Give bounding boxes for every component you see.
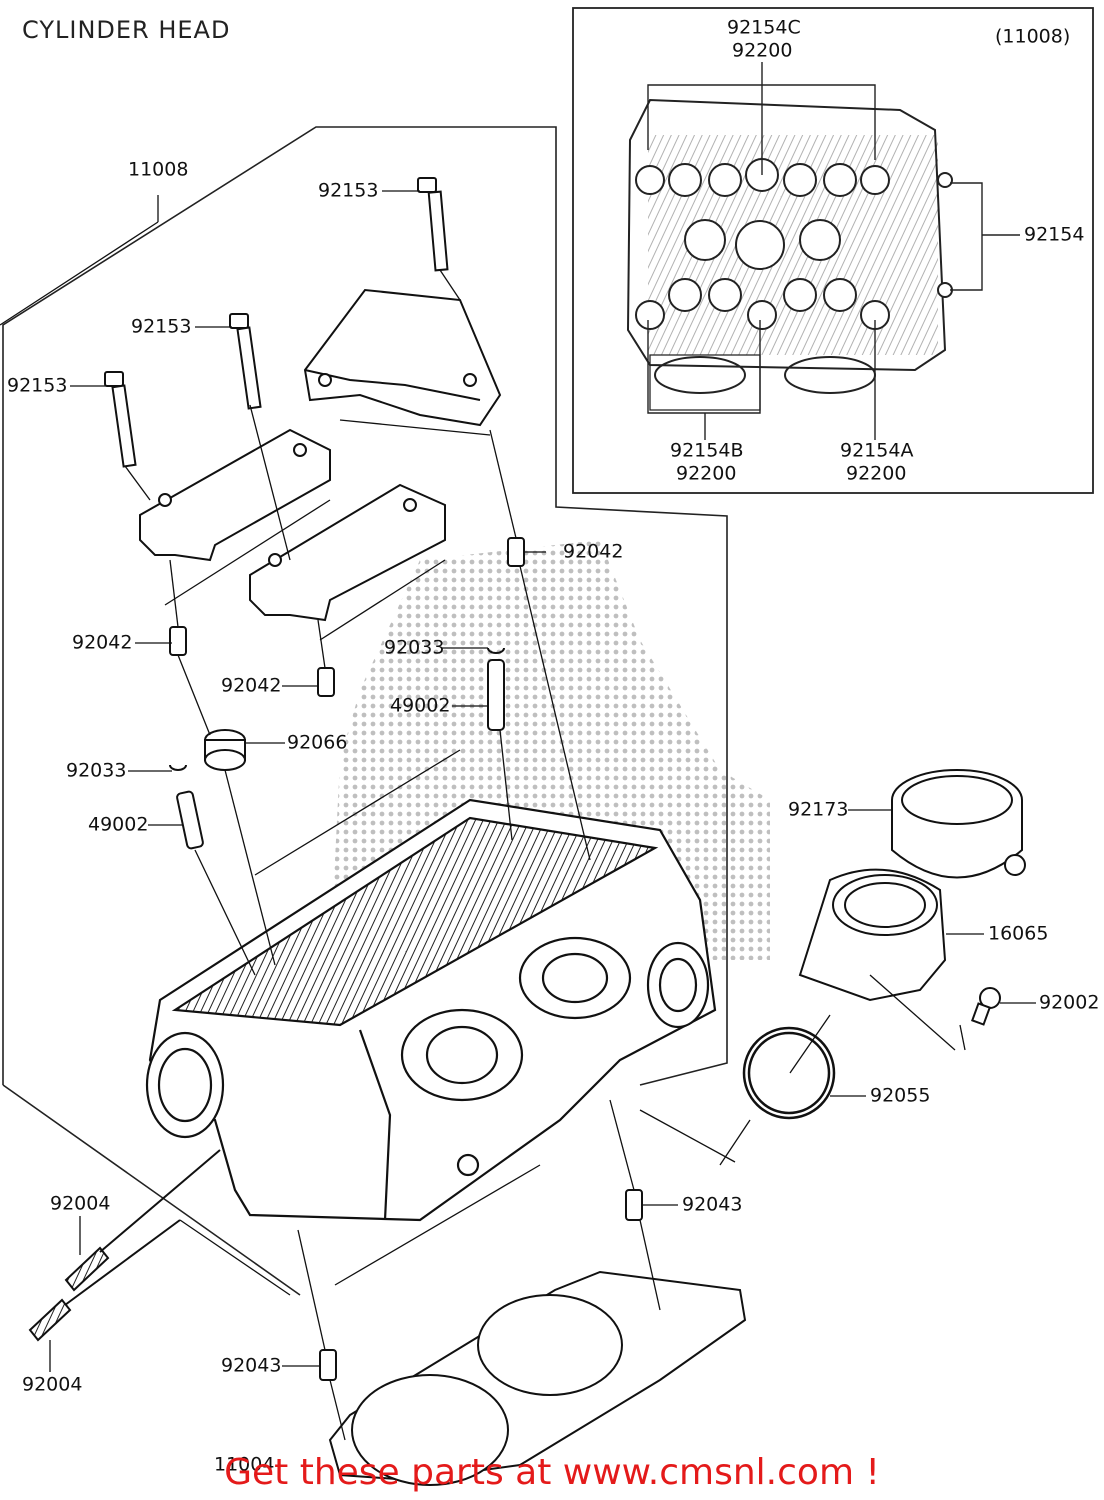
bolt-92153-a [417, 177, 449, 272]
inset-leaders [647, 62, 1020, 440]
dowel-92042-right [507, 537, 525, 567]
dowel-92042-mid [317, 667, 335, 697]
stud-92004-lower [28, 1219, 181, 1342]
label-92043-left: 92043 [221, 1355, 281, 1377]
oil-seal-92066 [204, 729, 246, 771]
label-92033-mid: 92033 [384, 637, 444, 659]
label-92173: 92173 [788, 799, 848, 821]
dowel-92043-right [625, 1189, 643, 1221]
label-92055: 92055 [870, 1085, 930, 1107]
label-92200-top: 92200 [732, 40, 792, 62]
gasket-11004 [328, 1270, 747, 1486]
leader-lines [0, 190, 1036, 1441]
dowel-92042-left [169, 626, 187, 656]
label-92042-left: 92042 [72, 632, 132, 654]
o-ring-92055 [742, 1026, 836, 1120]
circlip-92033-mid [487, 647, 505, 654]
label-92066: 92066 [287, 732, 347, 754]
label-11004: 11004 [214, 1454, 274, 1476]
label-92153-left: 92153 [7, 375, 67, 397]
label-92002: 92002 [1039, 992, 1099, 1014]
holder-16065 [798, 868, 947, 1002]
bolt-92153-c [104, 371, 137, 468]
label-92154: 92154 [1024, 224, 1084, 246]
camshaft-holder-lower [249, 483, 446, 622]
label-92154A: 92154A [840, 440, 913, 462]
label-92043-right: 92043 [682, 1194, 742, 1216]
label-92033-left: 92033 [66, 760, 126, 782]
label-92153-mid: 92153 [131, 316, 191, 338]
label-49002-left: 49002 [88, 814, 148, 836]
label-92154B: 92154B [670, 440, 743, 462]
camshaft-holder-large [303, 288, 502, 427]
label-49002-mid: 49002 [390, 695, 450, 717]
label-92200-bottom-left: 92200 [676, 463, 736, 485]
stud-92004-upper [64, 1149, 221, 1292]
valve-guide-49002-left [176, 790, 204, 850]
inset-cylinder-head [626, 98, 953, 411]
circlip-92033-left [169, 764, 187, 771]
label-92200-bottom-right: 92200 [846, 463, 906, 485]
dowel-92043-left [319, 1349, 337, 1381]
screw-92002 [971, 987, 1001, 1026]
camshaft-holder-upper [139, 428, 331, 562]
assembly-boundary [2, 126, 728, 1086]
label-92004-top: 92004 [50, 1193, 110, 1215]
bolt-92153-b [229, 313, 262, 410]
parts-link-banner[interactable]: Get these parts at www.cmsnl.com ! [224, 1452, 880, 1493]
label-92154C: 92154C [727, 17, 801, 39]
inset-box [572, 7, 1094, 494]
label-92004-bottom: 92004 [22, 1374, 82, 1396]
part-labels: 11008 92153 92153 92153 92042 92042 9204… [7, 17, 1099, 1476]
inset-ref-label: (11008) [995, 26, 1070, 48]
page-title: CYLINDER HEAD [22, 16, 231, 44]
clamp-92173 [891, 769, 1026, 879]
label-92042-mid: 92042 [221, 675, 281, 697]
label-92042-right: 92042 [563, 541, 623, 563]
label-11008: 11008 [128, 159, 188, 181]
cylinder-head [145, 798, 717, 1222]
valve-guide-49002-mid [487, 659, 505, 731]
label-16065: 16065 [988, 923, 1048, 945]
label-92153-top: 92153 [318, 180, 378, 202]
